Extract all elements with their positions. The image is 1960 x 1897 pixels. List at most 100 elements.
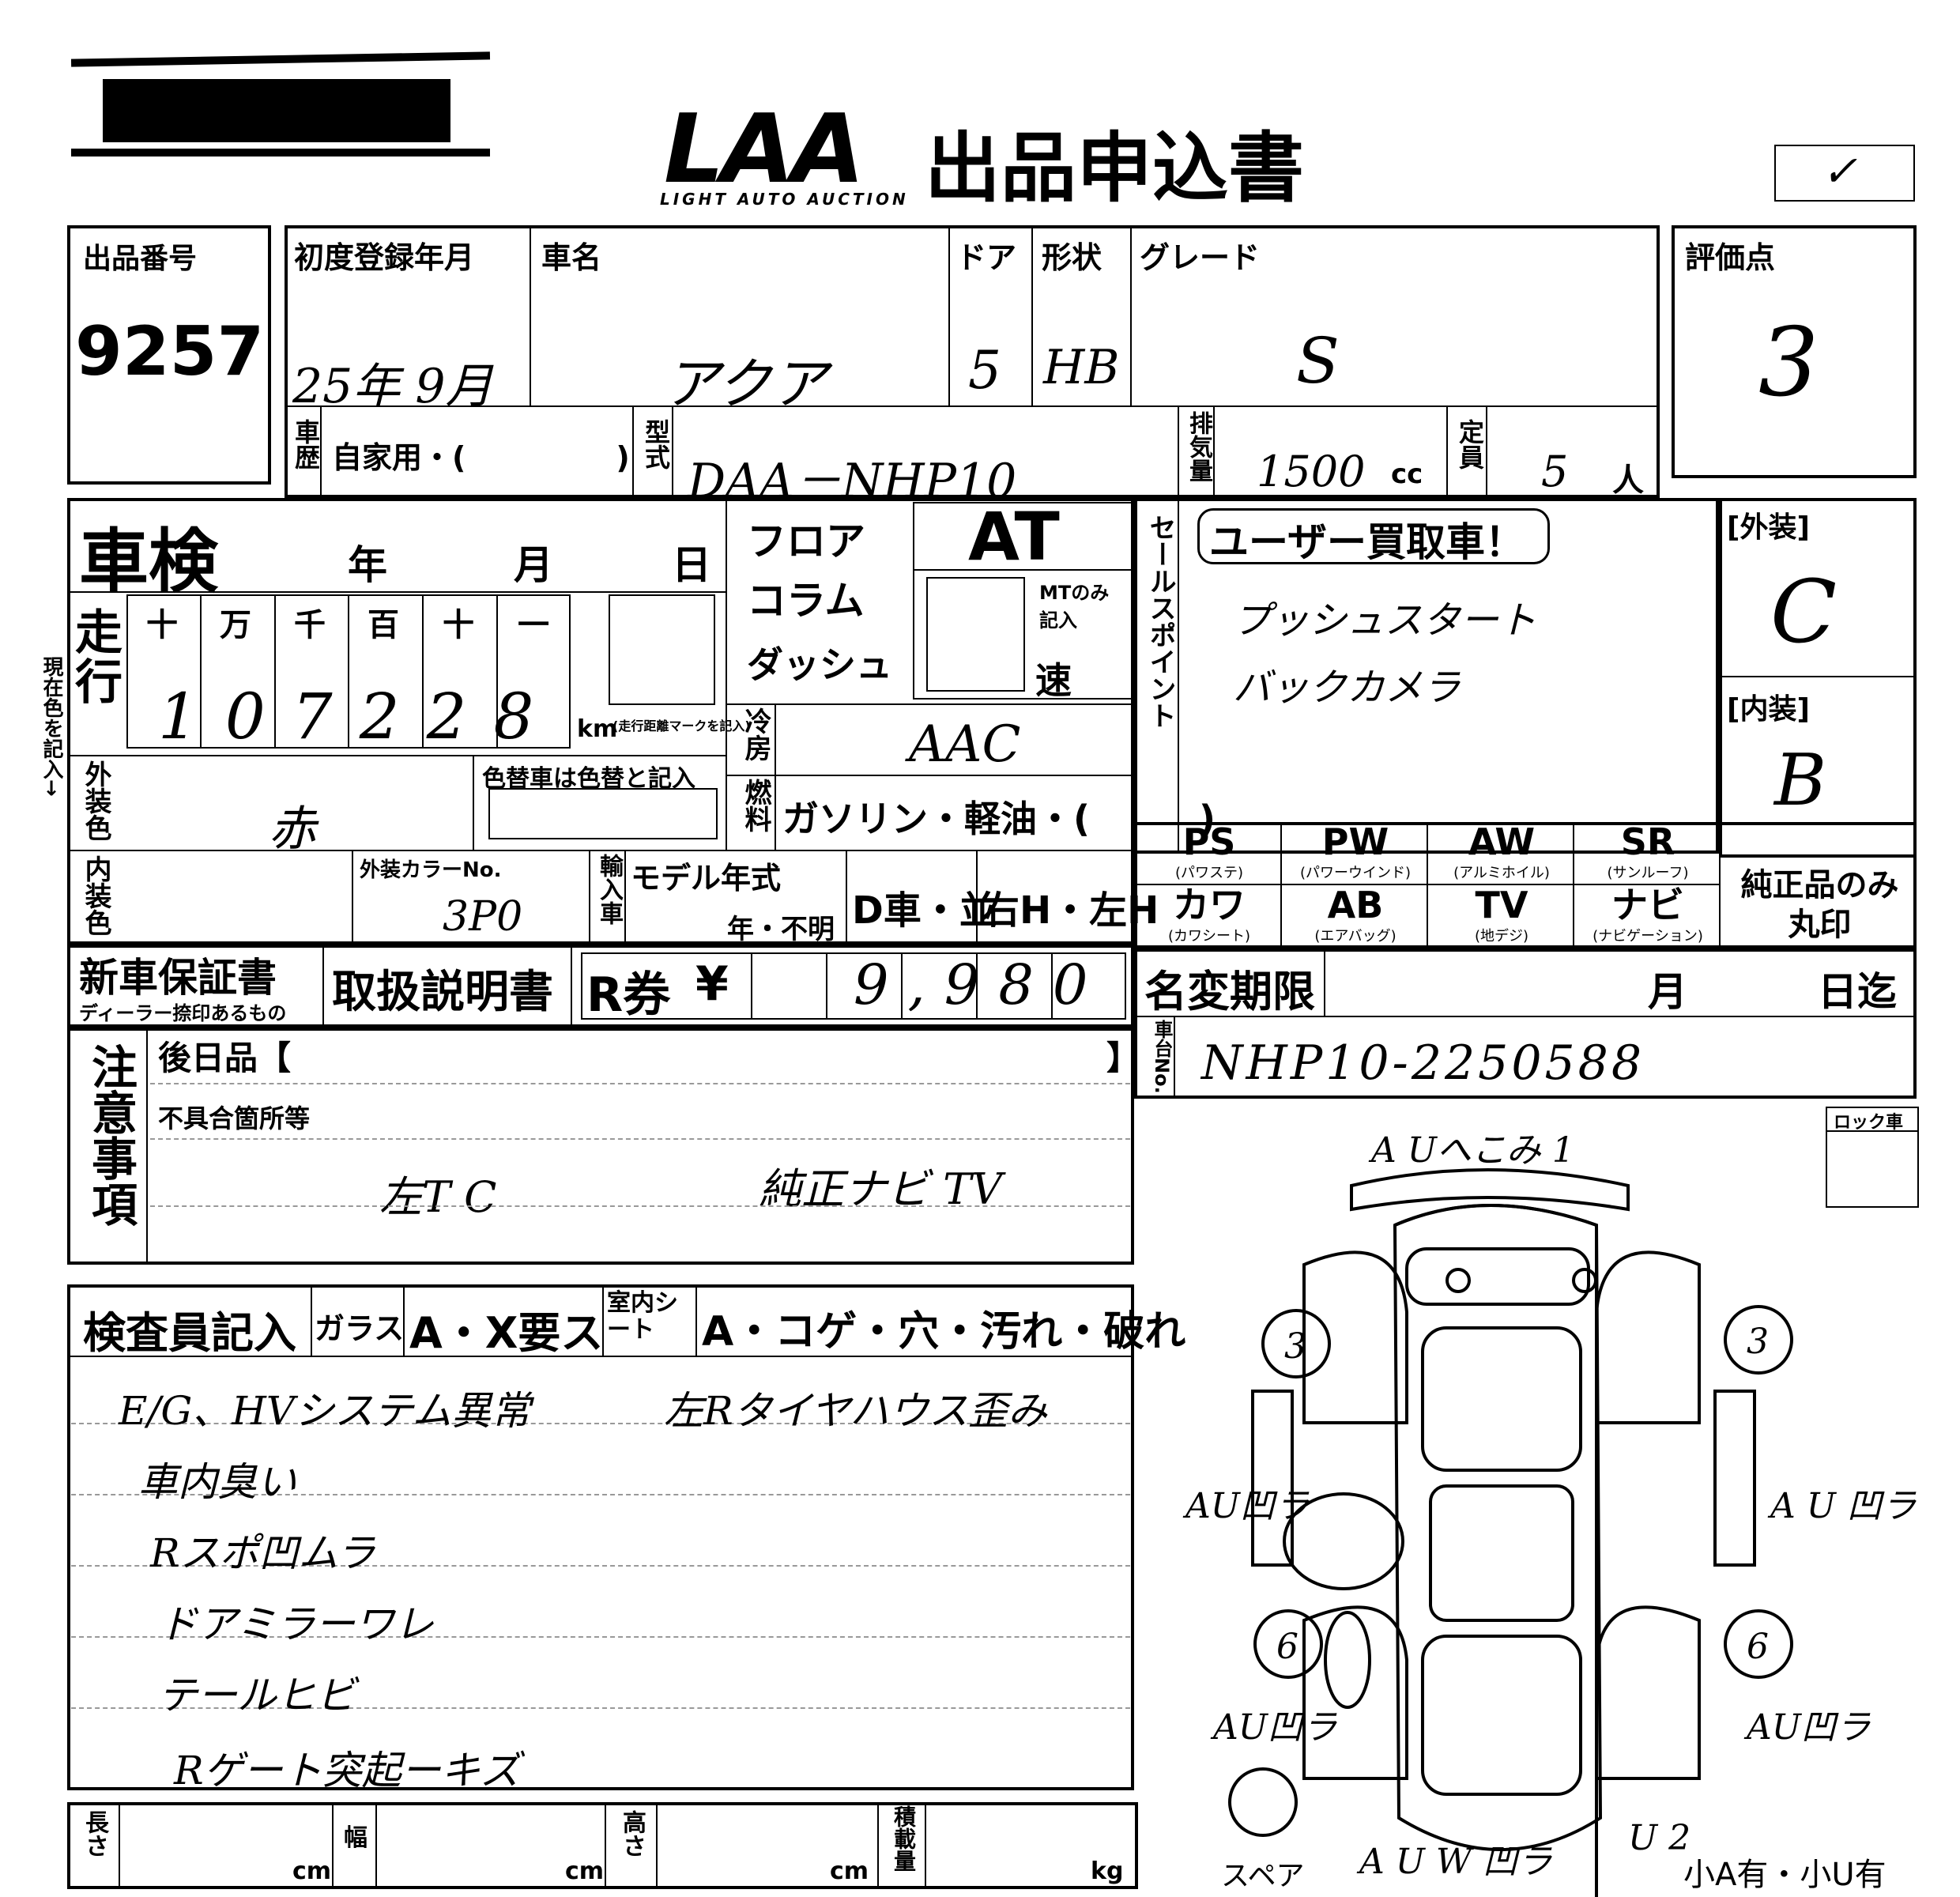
displacement-value: 1500: [1257, 447, 1366, 496]
recycle-value: 9,980: [854, 952, 1107, 1017]
car-damage-diagram: A Uへこみ 1 3 3 AU凹ラ A U 凹ラ 6 6 AU凹ラ AU凹ラ A…: [1182, 1130, 1917, 1897]
color-change-box: [488, 788, 718, 839]
length-unit: cm: [292, 1857, 332, 1885]
mileage-unit-juu: 十: [443, 607, 474, 643]
int-grade-value: B: [1774, 739, 1827, 822]
page-title: 出品申込書: [925, 124, 1304, 213]
current-color-note: 現在色を記入→: [40, 656, 63, 797]
warranty-box: [67, 945, 1134, 1028]
redacted-block: [70, 51, 491, 174]
inspector-line-2: 車内臭い: [138, 1459, 296, 1505]
car-name-label: 車名: [541, 240, 602, 275]
mileage-note: (走行距離マークを記入): [612, 718, 751, 734]
reg-label: 初度登録年月: [294, 240, 475, 275]
shaken-month: 月: [514, 542, 553, 588]
equip-aw[interactable]: AW(アルミホイル): [1453, 820, 1550, 881]
warranty-sub: ディーラー捺印あるもの: [79, 1002, 287, 1024]
defects-label: 不具合箇所等: [158, 1103, 311, 1133]
int-grade-label: [内装]: [1727, 693, 1810, 726]
equip-navi[interactable]: ナビ(ナビゲーション): [1592, 884, 1703, 945]
shape-label: 形状: [1042, 240, 1102, 275]
name-change-month: 月: [1648, 969, 1687, 1015]
ac-label: 冷房: [740, 707, 771, 761]
diagram-left-upper: 3: [1284, 1326, 1306, 1367]
genuine-label: 純正品のみ丸印: [1740, 867, 1899, 943]
ext-grade-box: [1719, 498, 1917, 858]
door-value: 5: [968, 340, 1001, 401]
shaken-label: 車検: [79, 521, 219, 602]
shaken-year: 年: [348, 542, 387, 588]
listing-number-label: 出品番号: [83, 243, 198, 275]
load-label: 積載量: [891, 1805, 917, 1872]
shift-column: コラム: [747, 578, 865, 624]
displacement-unit: cc: [1391, 458, 1423, 490]
equip-pw[interactable]: PW(パワーウインド): [1299, 820, 1412, 881]
mileage-value: 107228: [158, 680, 561, 753]
displacement-label: 排気量: [1185, 411, 1212, 482]
year-unknown: 年・不明: [727, 914, 835, 945]
score-value: 3: [1758, 308, 1819, 418]
lock-car-label: ロック車: [1834, 1113, 1904, 1133]
equip-tv[interactable]: TV(地デジ): [1474, 884, 1529, 945]
shaken-day: 日: [672, 542, 711, 588]
dimensions-box: [67, 1802, 1138, 1889]
defects-value-2: 純正ナビ TV: [759, 1164, 1003, 1214]
logo-subtitle: LIGHT AUTO AUCTION: [660, 190, 909, 209]
defects-value: 左T C: [379, 1172, 497, 1222]
model-year-label: モデル年式: [631, 861, 782, 896]
grade-label: グレード: [1140, 240, 1261, 275]
width-unit: cm: [565, 1857, 605, 1885]
model-label: 型式: [641, 419, 671, 470]
inspector-line-6: Rゲート突起ーキズ: [174, 1748, 520, 1793]
name-change-box: [1134, 948, 1917, 1099]
buyback-stamp: [1197, 508, 1550, 564]
lock-car-box[interactable]: [1826, 1107, 1919, 1208]
notes-box: [67, 1028, 1134, 1265]
mileage-unit-10man: 十: [146, 607, 178, 643]
equip-leather[interactable]: カワ(カワシート): [1167, 884, 1251, 945]
check-box[interactable]: [1774, 145, 1915, 202]
buyback-stamp-text: ユーザー買取車！: [1209, 519, 1525, 565]
inspector-line-5: テールヒビ: [158, 1673, 356, 1718]
diagram-bottom: A U W 凹ラ: [1356, 1842, 1552, 1882]
sales-line-2: バックカメラ: [1233, 666, 1461, 710]
int-color-label: 内装色: [80, 855, 111, 936]
import-label: 輸入車: [595, 854, 623, 925]
height-unit: cm: [830, 1857, 869, 1885]
chassis-value: NHP10-2250588: [1201, 1035, 1645, 1091]
diagram-top-label: A Uへこみ 1: [1368, 1130, 1574, 1171]
score-box: [1672, 225, 1917, 478]
glass-value: A・X要ス: [409, 1308, 604, 1358]
check-mark: ✓: [1822, 146, 1858, 196]
sales-line-1: プッシュスタート: [1233, 598, 1537, 643]
grade-value: S: [1296, 324, 1340, 398]
capacity-label: 定員: [1455, 419, 1485, 470]
chassis-label: 車台No.: [1151, 1020, 1173, 1094]
diagram-bottom-right: U 2: [1628, 1818, 1690, 1858]
inspector-line-3: Rスポ凹ムラ: [150, 1530, 376, 1576]
equip-ab[interactable]: AB(エアバッグ): [1314, 884, 1396, 945]
color-no-value: 3P0: [443, 893, 523, 941]
mileage-mark-box: [609, 594, 715, 705]
equip-ps[interactable]: PS(パワステ): [1174, 820, 1244, 881]
speed-label: 速: [1035, 659, 1072, 702]
spare-label: スペア: [1221, 1860, 1304, 1892]
reg-value: 25年 9月: [292, 359, 493, 414]
inspector-line-1: E/G、HVシステム異常: [119, 1388, 531, 1434]
vehicle-info-box: [285, 225, 1660, 498]
logo: LAA: [664, 95, 865, 205]
ac-value: AAC: [909, 715, 1021, 774]
diagram-left-lower: 6: [1276, 1627, 1298, 1667]
inspector-line-4: ドアミラーワレ: [158, 1601, 434, 1647]
equip-sr[interactable]: SR(サンルーフ): [1607, 820, 1689, 881]
mileage-unit-ichi: 一: [518, 607, 549, 643]
handle-label: 右H・左H: [982, 888, 1159, 933]
interior-seat-value: A・コゲ・穴・汚れ・破れ: [702, 1308, 1186, 1356]
width-label: 幅: [344, 1824, 368, 1852]
manual-label: 取扱説明書: [332, 967, 553, 1018]
door-label: ドア: [956, 240, 1017, 275]
recycle-label: R券: [586, 967, 671, 1023]
notes-label: 注意事項: [84, 1043, 138, 1227]
later-items-label: 後日品【: [158, 1039, 292, 1077]
yen-label: ¥: [695, 956, 729, 1012]
